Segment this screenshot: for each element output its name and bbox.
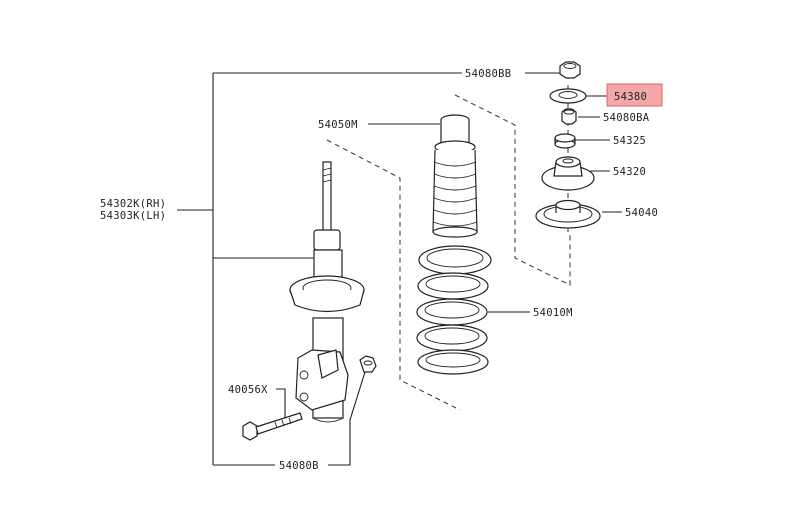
label-54380: 54380 (614, 91, 647, 103)
label-54303k-lh: 54303K(LH) (100, 210, 166, 222)
bottom-nut-icon (359, 355, 377, 373)
bolt-icon (242, 412, 303, 441)
label-54080bb: 54080BB (465, 68, 511, 80)
dust-seal-icon (549, 88, 587, 104)
strut-mount-icon (541, 156, 595, 191)
label-54010m: 54010M (533, 307, 573, 319)
label-54080b: 54080B (279, 460, 319, 472)
mid-nut-icon (561, 108, 577, 125)
part-labels: 54080BB 54380 54080BA 54325 54320 54040 … (100, 68, 658, 472)
label-54325: 54325 (613, 135, 646, 147)
leader-lines (177, 72, 622, 466)
highlight-box (606, 83, 663, 107)
top-nut-icon (559, 61, 581, 79)
label-54320: 54320 (613, 166, 646, 178)
label-54302k-rh: 54302K(RH) (100, 198, 166, 210)
bump-stop-boot-icon (432, 114, 478, 238)
coil-spring-icon (416, 245, 492, 375)
spring-seat-icon (535, 199, 601, 229)
label-54080ba: 54080BA (603, 112, 650, 124)
strut-assembly-icon (289, 161, 365, 423)
label-54040: 54040 (625, 207, 658, 219)
spacer-icon (554, 133, 576, 149)
label-40056x: 40056X (228, 384, 268, 396)
label-54050m: 54050M (318, 119, 358, 131)
